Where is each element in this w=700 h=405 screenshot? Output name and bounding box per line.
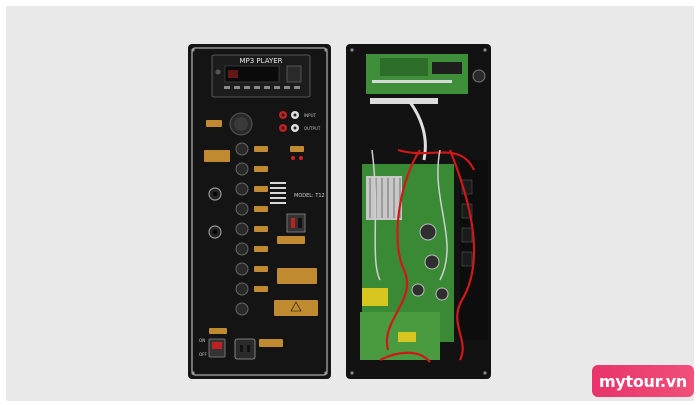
- tone-knobs: [235, 142, 249, 316]
- front-control-panel: MP3 PLAYER INPUT OUTPUT: [188, 44, 331, 379]
- warning-icon: [290, 301, 302, 312]
- red-wires: [379, 148, 476, 363]
- internal-circuit-board: [346, 44, 491, 379]
- transformer: [362, 288, 388, 306]
- lcd-display: [224, 65, 280, 83]
- heatsink: [366, 176, 402, 220]
- mytour-watermark: mytour.vn: [592, 365, 694, 397]
- ac-inlet: [234, 338, 256, 360]
- power-on-label: ON: [199, 338, 205, 343]
- level-meter: [270, 182, 286, 204]
- speaker-terminal: [286, 213, 306, 233]
- gold-labels-left: [204, 120, 230, 334]
- mp3-player-title: MP3 PLAYER: [239, 57, 282, 65]
- usb-port: [286, 65, 302, 83]
- watermark-text: mytour.vn: [599, 371, 687, 391]
- input-label: INPUT: [304, 113, 317, 118]
- power-off-label: OFF: [199, 352, 207, 357]
- ribbon-cable: [370, 98, 438, 104]
- mic-jacks: [208, 187, 222, 239]
- model-label: MODEL: T12: [294, 193, 325, 199]
- output-label: OUTPUT: [304, 126, 321, 131]
